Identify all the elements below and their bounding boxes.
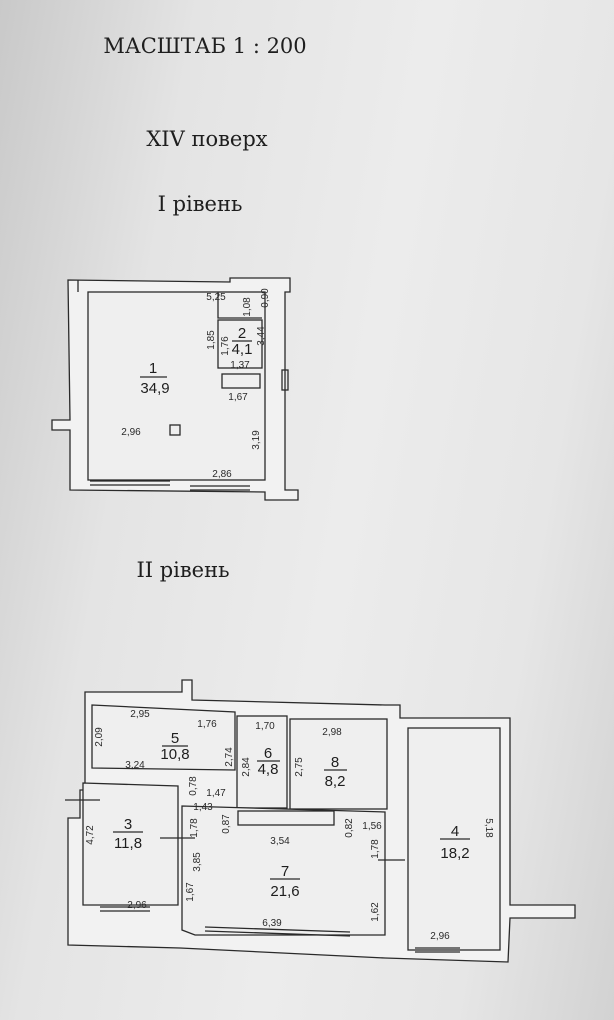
room-2-number: 2 xyxy=(238,325,246,342)
room-4-number: 4 xyxy=(451,823,459,840)
room-7-area: 21,6 xyxy=(270,883,299,900)
room-2-area: 4,1 xyxy=(232,341,253,358)
dim-label: 3,44 xyxy=(256,326,267,346)
dim-label: 3,24 xyxy=(125,760,145,771)
level1-plan: 1 34,9 2 4,1 5,25 0,90 1,08 1,85 1,76 3,… xyxy=(51,277,299,501)
dim-label: 1,70 xyxy=(255,721,275,732)
dim-label: 3,19 xyxy=(251,430,262,450)
dim-label: 1,56 xyxy=(362,821,382,832)
room-6-number: 6 xyxy=(264,745,272,762)
dim-label: 1,85 xyxy=(206,330,217,350)
dim-label: 1,76 xyxy=(220,336,231,356)
room-5-area: 10,8 xyxy=(160,746,189,763)
room-4-area: 18,2 xyxy=(440,845,469,862)
level1-heading: І рівень xyxy=(158,192,243,216)
dim-label: 0,78 xyxy=(188,776,199,796)
level2-plan: 5 10,8 6 4,8 8 8,2 3 11,8 7 21,6 4 18,2 … xyxy=(65,679,576,963)
dim-label: 2,84 xyxy=(241,757,252,777)
dim-label: 2,86 xyxy=(212,469,232,480)
dim-label: 1,78 xyxy=(370,839,381,859)
dim-label: 1,67 xyxy=(185,882,196,902)
dim-label: 5,18 xyxy=(483,818,494,838)
dim-label: 2,75 xyxy=(294,757,305,777)
dim-label: 6,39 xyxy=(262,918,282,929)
dim-label: 1,47 xyxy=(206,788,226,799)
dim-label: 2,96 xyxy=(430,931,450,942)
room-8-number: 8 xyxy=(331,754,339,771)
dim-label: 1,43 xyxy=(193,802,213,813)
dim-label: 1,08 xyxy=(242,297,253,317)
floor-heading: XIV поверх xyxy=(146,127,267,151)
dim-label: 1,67 xyxy=(228,392,248,403)
dim-label: 0,90 xyxy=(260,288,271,308)
level2-heading: ІІ рівень xyxy=(136,558,229,582)
dim-label: 1,37 xyxy=(230,360,250,371)
dim-label: 3,54 xyxy=(270,836,290,847)
room-7-number: 7 xyxy=(281,863,289,880)
room-3-area: 11,8 xyxy=(114,835,142,852)
dim-label: 0,87 xyxy=(221,814,232,834)
scale-heading: МАСШТАБ 1 : 200 xyxy=(103,34,306,58)
room-8-area: 8,2 xyxy=(325,773,346,790)
room-6-area: 4,8 xyxy=(258,761,279,778)
room-3-number: 3 xyxy=(124,816,132,833)
dim-label: 0,82 xyxy=(344,818,355,838)
dim-label: 2,96 xyxy=(121,427,141,438)
room-5-number: 5 xyxy=(171,730,179,747)
dim-label: 3,85 xyxy=(192,852,203,872)
dim-label: 5,25 xyxy=(206,292,226,303)
room-1-area: 34,9 xyxy=(140,380,169,397)
dim-label: 1,78 xyxy=(189,818,200,838)
dim-label: 2,95 xyxy=(130,709,150,720)
dim-label: 1,62 xyxy=(370,902,381,922)
room-1-number: 1 xyxy=(149,360,157,377)
dim-label: 4,72 xyxy=(85,825,96,845)
dim-label: 2,98 xyxy=(322,727,342,738)
dim-label: 2,09 xyxy=(94,727,105,747)
dim-label: 1,76 xyxy=(197,719,217,730)
dim-label: 2,96 xyxy=(127,900,147,911)
dim-label: 2,74 xyxy=(224,747,235,767)
